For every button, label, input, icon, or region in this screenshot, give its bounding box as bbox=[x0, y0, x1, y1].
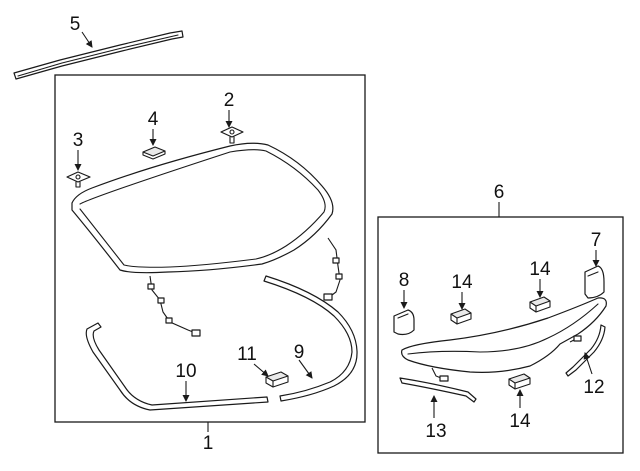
end-cap-part-8 bbox=[393, 309, 415, 336]
lower-weatherstrip-part bbox=[85, 322, 269, 411]
callout-4: 4 bbox=[148, 109, 159, 130]
callout-8: 8 bbox=[399, 270, 410, 291]
spacer-part-14b bbox=[529, 296, 551, 313]
callout-5: 5 bbox=[70, 14, 81, 35]
spacer-part-14c bbox=[508, 373, 531, 390]
callout-6: 6 bbox=[494, 182, 505, 203]
callout-11: 11 bbox=[237, 344, 257, 365]
spoiler-part bbox=[401, 297, 607, 382]
callout-13: 13 bbox=[425, 421, 446, 442]
end-cap-part-7 bbox=[584, 265, 605, 299]
spacer-part-14a bbox=[450, 308, 472, 325]
roof-molding-part bbox=[13, 30, 184, 80]
callout-3: 3 bbox=[73, 130, 84, 151]
assembly-6-frame bbox=[377, 216, 624, 454]
spacer-part-4 bbox=[142, 146, 166, 160]
callout-14a: 14 bbox=[451, 272, 473, 293]
lower-seal-part bbox=[399, 377, 477, 403]
callout-7: 7 bbox=[591, 230, 602, 251]
callout-2: 2 bbox=[224, 90, 235, 111]
leader-lines bbox=[74, 31, 600, 432]
callout-14b: 14 bbox=[529, 259, 551, 280]
side-weatherstrip-part bbox=[263, 275, 358, 402]
back-glass-part bbox=[71, 142, 343, 337]
callout-14c: 14 bbox=[509, 411, 531, 432]
side-seal-part bbox=[565, 324, 606, 377]
clip-part-3 bbox=[66, 171, 91, 188]
spacer-part-11 bbox=[265, 371, 289, 388]
callout-10: 10 bbox=[175, 361, 196, 382]
assembly-1-frame bbox=[54, 74, 366, 423]
callout-9: 9 bbox=[294, 342, 305, 363]
clip-part-2 bbox=[220, 126, 244, 144]
callout-1: 1 bbox=[203, 433, 214, 454]
callout-12: 12 bbox=[583, 377, 604, 398]
